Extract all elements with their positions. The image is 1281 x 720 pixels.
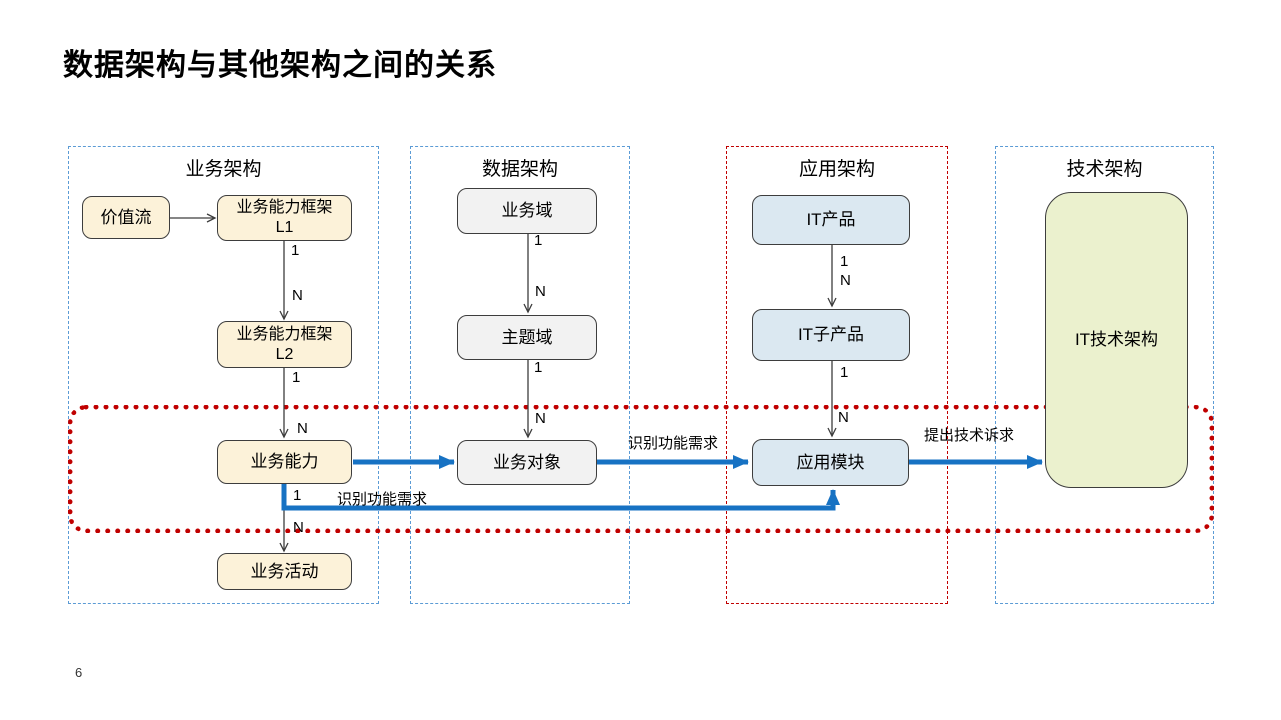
column-label-application: 应用架构: [798, 159, 875, 180]
node-business-activity: 业务活动: [217, 553, 352, 590]
column-technology-architecture: 技术架构: [995, 146, 1214, 604]
column-label-data: 数据架构: [481, 159, 558, 180]
node-capability-l2-line2: L2: [275, 345, 294, 363]
node-business-activity-label: 业务活动: [250, 561, 319, 581]
multiplicity-businessdomain-many: N: [535, 283, 546, 300]
multiplicity-subjectdomain-many: N: [535, 410, 546, 427]
node-it-subproduct-label: IT子产品: [797, 325, 865, 344]
column-business-architecture: 业务架构: [68, 146, 379, 604]
multiplicity-capability-one: 1: [293, 487, 302, 504]
multiplicity-businessdomain-one: 1: [534, 232, 543, 249]
node-capability-framework-l2: 业务能力框架 L2: [217, 321, 352, 368]
node-value-stream: 价值流: [82, 196, 170, 239]
column-data-architecture: 数据架构: [410, 146, 630, 604]
flow-capability-to-appmodule: [281, 484, 840, 511]
node-it-subproduct: IT子产品: [752, 309, 910, 361]
flow-label-raise-tech-demands: 提出技术诉求: [924, 427, 1015, 444]
node-business-domain: 业务域: [457, 188, 597, 234]
node-business-object-label: 业务对象: [493, 452, 561, 472]
column-label-business: 业务架构: [185, 159, 262, 180]
node-business-capability: 业务能力: [217, 440, 352, 484]
flow-label-identify-requirements-bottom: 识别功能需求: [337, 491, 428, 508]
multiplicity-l1-one: 1: [291, 242, 300, 259]
node-subject-domain: 主题域: [457, 315, 597, 360]
highlight-band: [68, 405, 1214, 533]
multiplicity-itsubproduct-many: N: [838, 409, 849, 426]
node-capability-l1-line2: L1: [275, 219, 294, 236]
node-capability-l1-line1: 业务能力框架: [236, 199, 333, 216]
multiplicity-itproduct-many: N: [840, 272, 851, 289]
node-it-product: IT产品: [752, 195, 910, 245]
node-app-module: 应用模块: [752, 439, 909, 486]
multiplicity-itproduct-one: 1: [840, 253, 849, 270]
node-it-tech-architecture: IT技术架构: [1045, 192, 1188, 488]
node-capability-framework-l1: 业务能力框架 L1: [217, 195, 352, 241]
node-business-capability-label: 业务能力: [250, 452, 319, 471]
multiplicity-l2-many: N: [297, 420, 308, 437]
node-value-stream-label: 价值流: [100, 207, 152, 227]
column-application-architecture: 应用架构: [726, 146, 948, 604]
multiplicity-subjectdomain-one: 1: [534, 359, 543, 376]
node-subject-domain-label: 主题域: [501, 327, 553, 347]
node-capability-l2-line1: 业务能力框架: [236, 325, 333, 343]
flow-label-identify-requirements-top: 识别功能需求: [628, 435, 719, 452]
multiplicity-l2-one: 1: [292, 369, 301, 386]
multiplicity-l1-many: N: [292, 287, 303, 304]
node-business-object: 业务对象: [457, 440, 597, 485]
multiplicity-capability-many: N: [293, 519, 304, 536]
node-it-tech-architecture-label: IT技术架构: [1074, 330, 1159, 349]
multiplicity-itsubproduct-one: 1: [840, 364, 849, 381]
node-app-module-label: 应用模块: [796, 452, 865, 472]
node-it-product-label: IT产品: [806, 210, 856, 229]
page-number: 6: [75, 665, 83, 680]
node-business-domain-label: 业务域: [501, 201, 553, 220]
page-title: 数据架构与其他架构之间的关系: [63, 49, 497, 82]
column-label-technology: 技术架构: [1066, 159, 1143, 180]
